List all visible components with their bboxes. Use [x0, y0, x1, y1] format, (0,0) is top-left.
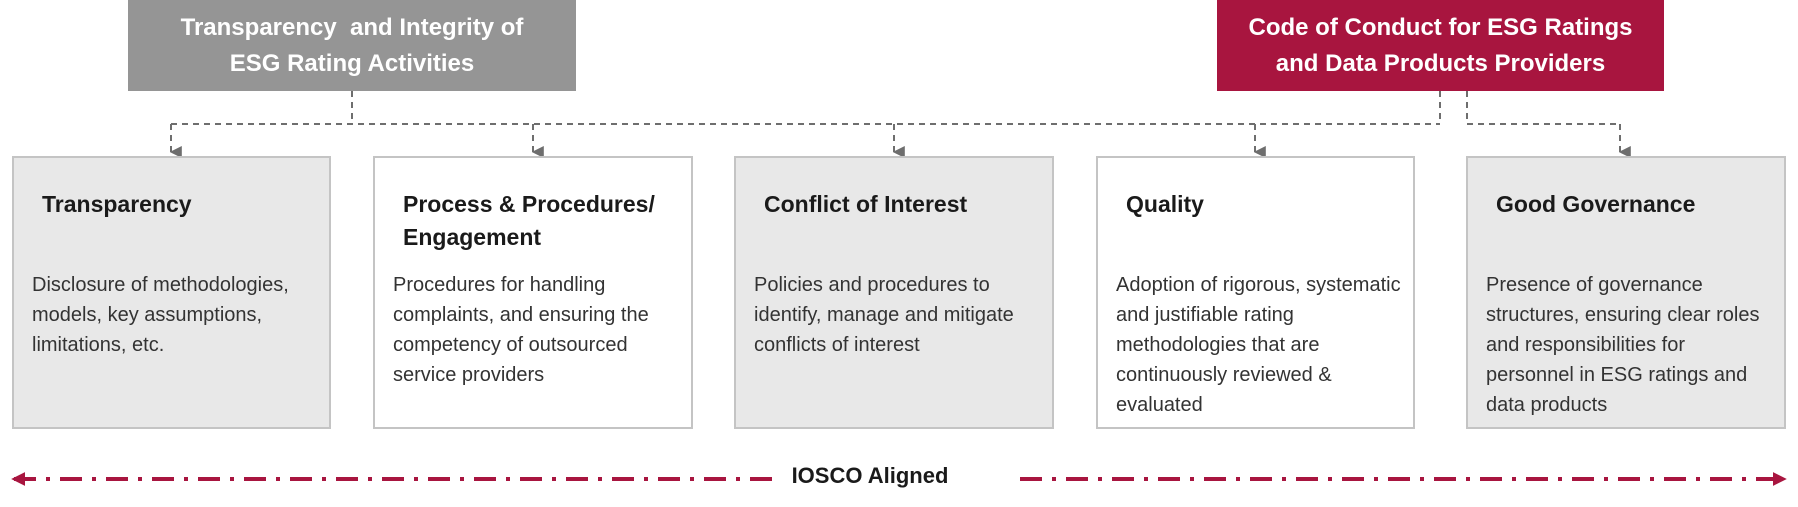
header-transparency-integrity: Transparency and Integrity of ESG Rating…	[128, 0, 576, 91]
card-quality: Quality Adoption of rigorous, systematic…	[1096, 156, 1415, 429]
card-body: Disclosure of methodologies, models, key…	[32, 274, 289, 356]
card-body: Presence of governance structures, ensur…	[1486, 274, 1760, 416]
card-body: Policies and procedures to identify, man…	[754, 274, 1014, 356]
card-process-procedures: Process & Procedures/ Engagement Procedu…	[373, 156, 693, 429]
card-title: Process & Procedures/ Engagement	[403, 191, 655, 250]
card-good-governance: Good Governance Presence of governance s…	[1466, 156, 1786, 429]
header-right-line1: Code of Conduct for ESG Ratings	[1248, 13, 1633, 41]
card-title: Conflict of Interest	[764, 191, 968, 217]
card-body: Adoption of rigorous, systematic and jus…	[1116, 274, 1401, 416]
card-title: Quality	[1126, 191, 1204, 217]
header-code-of-conduct: Code of Conduct for ESG Ratings and Data…	[1217, 0, 1664, 91]
card-title: Good Governance	[1496, 191, 1696, 217]
header-left-line1: Transparency and Integrity of	[180, 13, 524, 41]
iosco-aligned-label: IOSCO Aligned	[791, 463, 949, 488]
card-transparency: Transparency Disclosure of methodologies…	[12, 156, 331, 429]
header-right-line2: and Data Products Providers	[1275, 49, 1606, 77]
card-body: Procedures for handling complaints, and …	[393, 274, 649, 386]
card-conflict-of-interest: Conflict of Interest Policies and proced…	[734, 156, 1054, 429]
header-left-line2: ESG Rating Activities	[229, 49, 475, 77]
card-title: Transparency	[42, 191, 192, 217]
